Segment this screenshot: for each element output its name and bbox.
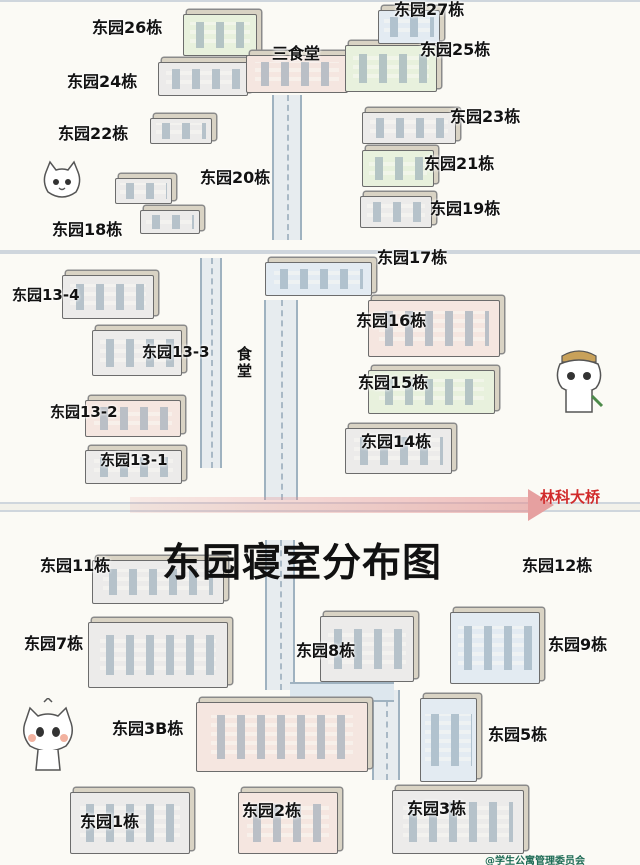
- label-building-27: 东园27栋: [394, 0, 465, 19]
- cat-icon: [23, 698, 73, 771]
- label-building-5: 东园5栋: [488, 725, 548, 744]
- bridge-arrow: [130, 497, 530, 513]
- building-13-4: [62, 275, 154, 319]
- north-section: [0, 0, 640, 252]
- building-13-3: [92, 330, 182, 376]
- cat-icon: [43, 160, 81, 198]
- building-27: [378, 10, 440, 44]
- label-building-11: 东园11栋: [40, 556, 111, 575]
- label-canteen-3: 三食堂: [272, 44, 321, 63]
- building-5: [420, 698, 477, 782]
- building-13-2: [85, 400, 181, 437]
- label-building-15: 东园15栋: [358, 373, 429, 392]
- building-14: [345, 428, 452, 474]
- label-building-25: 东园25栋: [420, 40, 491, 59]
- building-3b: [196, 702, 368, 772]
- label-building-16: 东园16栋: [356, 311, 427, 330]
- building-20: [115, 178, 172, 204]
- label-building-7: 东园7栋: [24, 634, 84, 653]
- label-building-2: 东园2栋: [242, 801, 302, 820]
- south-branch-road: [372, 690, 400, 780]
- middle-left-road: [200, 258, 222, 468]
- bridge-arrow-head: [528, 489, 554, 521]
- north-road: [272, 95, 302, 240]
- building-23: [362, 112, 456, 144]
- map-title: 东园寝室分布图: [162, 541, 443, 586]
- building-26: [183, 14, 257, 56]
- building-2: [238, 792, 338, 854]
- south-road: [265, 540, 295, 690]
- label-building-1: 东园1栋: [80, 812, 140, 831]
- building-13-1: [85, 450, 182, 484]
- building-16: [368, 300, 500, 357]
- building-9: [450, 612, 540, 684]
- building-22: [150, 118, 212, 144]
- label-building-13-3: 东园13-3: [142, 343, 210, 361]
- bridge-label: 林科大桥: [540, 488, 601, 506]
- label-building-22: 东园22栋: [58, 124, 129, 143]
- middle-road: [264, 300, 298, 500]
- label-building-8: 东园8栋: [296, 641, 356, 660]
- cat-icon: [556, 350, 604, 413]
- building-19: [360, 196, 432, 228]
- building-25: [345, 45, 437, 92]
- label-building-13-4: 东园13-4: [12, 286, 80, 304]
- footer-credit: @学生公寓管理委员会: [485, 856, 585, 865]
- building-21: [362, 150, 434, 187]
- building-18: [140, 210, 200, 234]
- label-building-12: 东园12栋: [522, 556, 593, 575]
- building-17: [265, 262, 372, 296]
- building-1: [70, 792, 190, 854]
- building-24: [158, 62, 248, 96]
- label-building-23: 东园23栋: [450, 107, 521, 126]
- label-building-19: 东园19栋: [430, 199, 501, 218]
- label-building-13-2: 东园13-2: [50, 403, 118, 421]
- building-11: [92, 560, 224, 604]
- building-3: [392, 790, 524, 854]
- label-building-26: 东园26栋: [92, 18, 163, 37]
- label-side-canteen: 食堂: [235, 346, 253, 380]
- label-building-21: 东园21栋: [424, 154, 495, 173]
- label-building-3: 东园3栋: [407, 799, 467, 818]
- label-building-9: 东园9栋: [548, 635, 608, 654]
- canteen-3: [246, 55, 348, 93]
- label-building-20: 东园20栋: [200, 168, 271, 187]
- label-building-17: 东园17栋: [377, 248, 448, 267]
- label-building-3b: 东园3B栋: [112, 719, 184, 738]
- label-building-18: 东园18栋: [52, 220, 123, 239]
- label-building-24: 东园24栋: [67, 72, 138, 91]
- building-8: [320, 616, 414, 682]
- building-15: [368, 370, 495, 414]
- label-building-14: 东园14栋: [361, 432, 432, 451]
- building-7: [88, 622, 228, 688]
- label-building-13-1: 东园13-1: [100, 451, 168, 469]
- south-cross-road: [290, 682, 394, 702]
